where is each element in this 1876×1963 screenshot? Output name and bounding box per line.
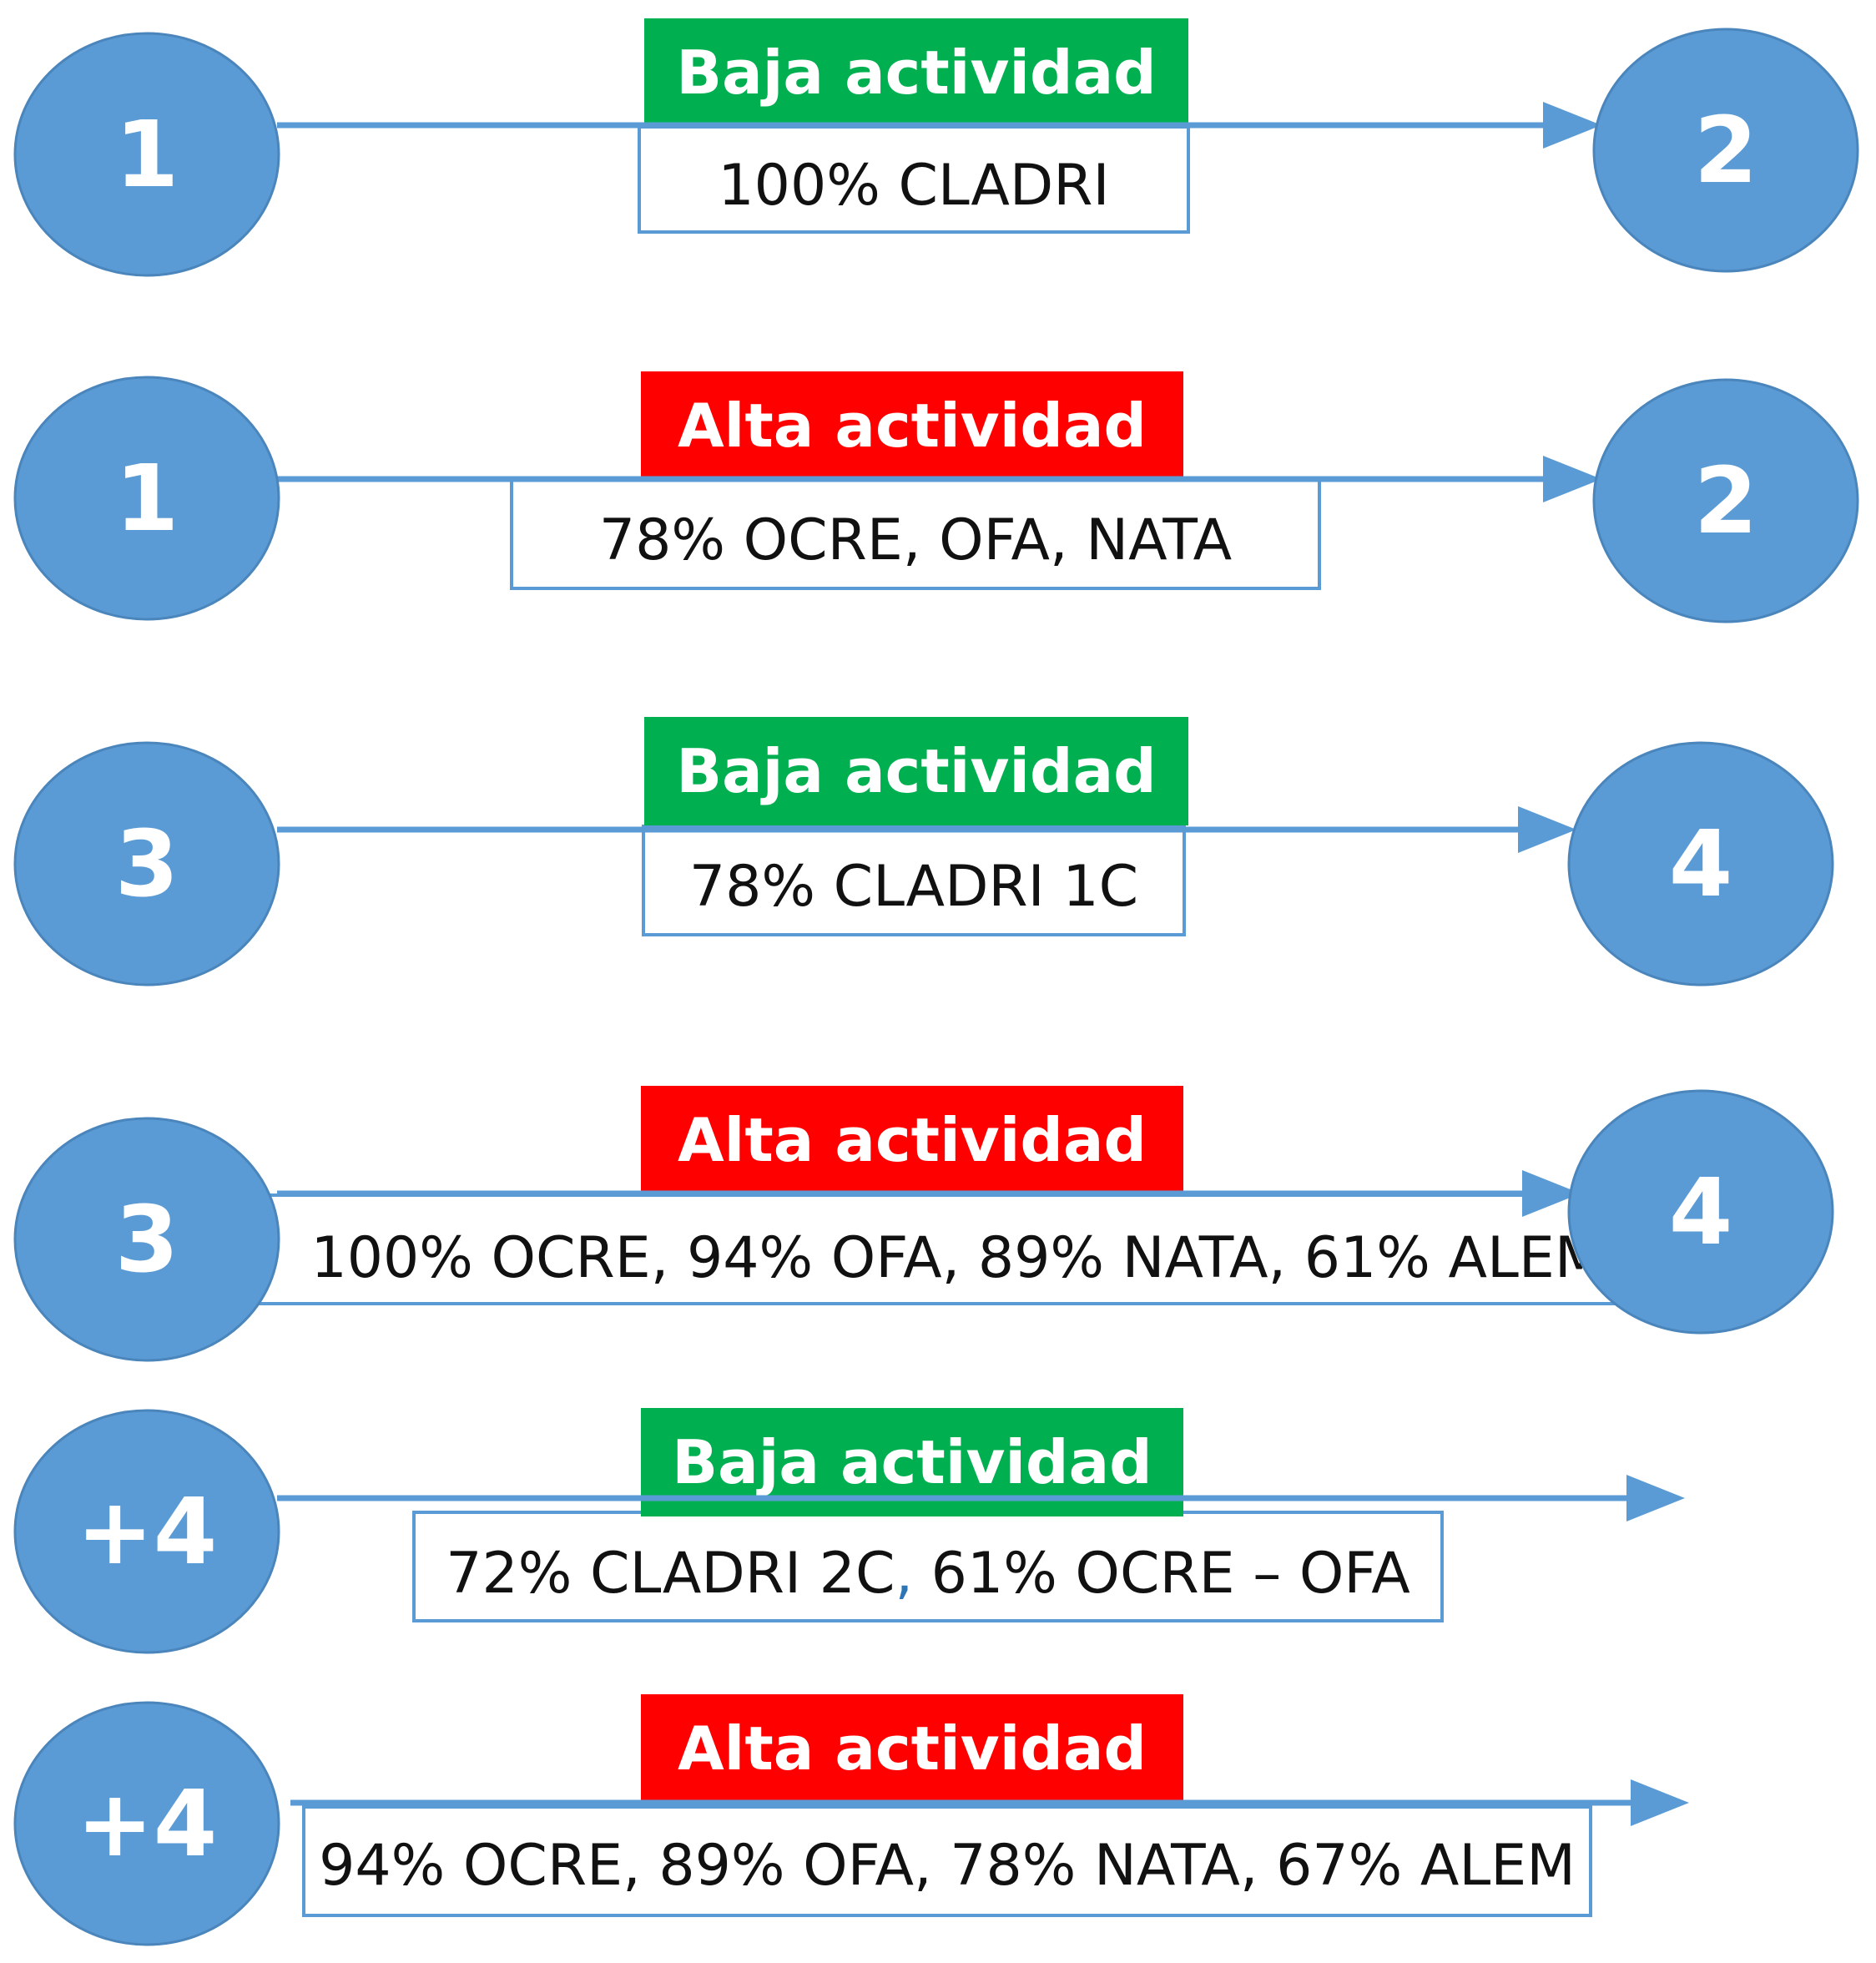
detail-box: [510, 478, 1321, 590]
detail-text: 78% CLADRI 1C: [689, 854, 1138, 920]
high-activity-badge: [641, 371, 1183, 480]
detail-text-part: 100% OCRE, 94% OFA, 89% NATA, 61% ALEM: [310, 1225, 1603, 1291]
detail-box: [638, 125, 1190, 234]
flow-row: Baja actividad 100% CLADRI 1 2: [13, 18, 1859, 277]
detail-text-part: ,: [895, 1541, 913, 1607]
detail-text-part: 61% OCRE – OFA: [913, 1541, 1410, 1607]
detail-text: 94% OCRE, 89% OFA, 78% NATA, 67% ALEM: [319, 1833, 1576, 1899]
to-node-label: 2: [1694, 97, 1758, 204]
high-activity-badge: [641, 1086, 1183, 1194]
from-node: [13, 1409, 280, 1654]
activity-label: Baja actividad: [672, 1427, 1152, 1497]
from-node-label: 3: [115, 810, 179, 917]
detail-box: [642, 825, 1186, 936]
detail-text-part: 72% CLADRI 2C: [446, 1541, 895, 1607]
from-node-label: 1: [115, 445, 179, 552]
flow-row: Alta actividad 100% OCRE, 94% OFA, 89% NA…: [13, 1086, 1834, 1362]
detail-text-part: 100% CLADRI: [718, 153, 1109, 219]
from-node-label: 1: [115, 101, 179, 208]
from-node: [13, 32, 280, 277]
to-node-label: 2: [1694, 447, 1758, 554]
low-activity-badge: [644, 18, 1188, 127]
to-node: [1567, 741, 1834, 987]
from-node-label: 3: [115, 1186, 179, 1293]
low-activity-badge: [644, 717, 1188, 825]
detail-text: 100% OCRE, 94% OFA, 89% NATA, 61% ALEM: [310, 1225, 1603, 1291]
from-node-label: +4: [77, 1770, 218, 1877]
high-activity-badge: [641, 1694, 1183, 1803]
activity-label: Baja actividad: [676, 736, 1156, 806]
activity-label: Baja actividad: [676, 38, 1156, 108]
to-node: [1592, 378, 1859, 623]
to-node: [1567, 1089, 1834, 1335]
flow-row: Alta actividad 94% OCRE, 89% OFA, 78% NAT…: [13, 1694, 1689, 1946]
to-node-label: 4: [1669, 810, 1733, 917]
detail-text: 100% CLADRI: [718, 153, 1109, 219]
activity-label: Alta actividad: [678, 1713, 1147, 1784]
detail-box: [302, 1805, 1592, 1917]
detail-text: 78% OCRE, OFA, NATA: [599, 507, 1232, 573]
from-node: [13, 741, 280, 987]
flow-row: Baja actividad 72% CLADRI 2C, 61% OCRE – …: [13, 1408, 1685, 1654]
detail-text-part: 94% OCRE, 89% OFA, 78% NATA, 67% ALEM: [319, 1833, 1576, 1899]
detail-text-part: 78% OCRE, OFA, NATA: [599, 507, 1232, 573]
flow-row: Baja actividad 78% CLADRI 1C 3 4: [13, 717, 1834, 987]
activity-label: Alta actividad: [678, 1105, 1147, 1175]
detail-box: [412, 1511, 1444, 1622]
from-node: [13, 1701, 280, 1946]
detail-text: 72% CLADRI 2C, 61% OCRE – OFA: [446, 1541, 1410, 1607]
flow-row: Alta actividad 78% OCRE, OFA, NATA 1 2: [13, 371, 1859, 623]
to-node-label: 4: [1669, 1158, 1733, 1265]
to-node: [1592, 28, 1859, 273]
activity-label: Alta actividad: [678, 391, 1147, 461]
detail-text-part: 78% CLADRI 1C: [689, 854, 1138, 920]
from-node: [13, 1117, 280, 1362]
from-node-label: +4: [77, 1478, 218, 1585]
from-node: [13, 376, 280, 621]
